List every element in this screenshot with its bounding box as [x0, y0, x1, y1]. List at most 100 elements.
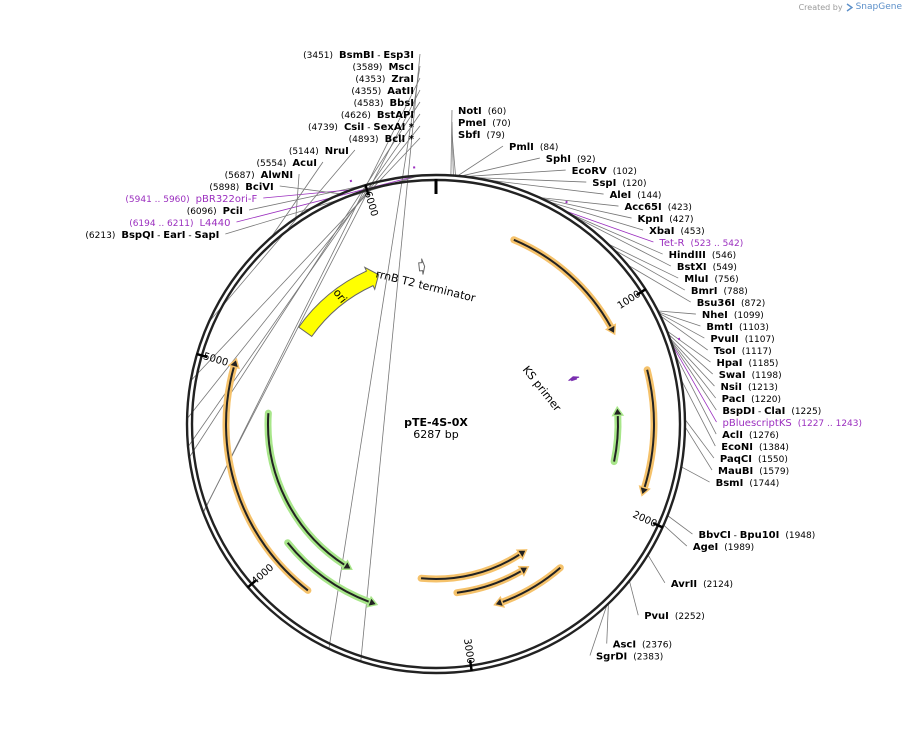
leader-mlui: [606, 242, 679, 279]
msci-part-0: (3589): [353, 63, 383, 73]
site-mark-tet-r: [565, 200, 568, 204]
feature-orf-7: [456, 570, 522, 594]
leader-maubi: [684, 425, 713, 471]
tet-r-part-1: (523 .. 542): [690, 239, 743, 249]
pbluescriptks-part-0: pBluescriptKS: [722, 418, 791, 429]
leader-acui: [269, 161, 324, 240]
csii-sexai-part-1: CsiI: [344, 122, 364, 133]
site-label-bspqi-eari-sapi: (6213)BspQI - EarI - SapI: [85, 230, 219, 241]
site-label-pvui: PvuI(2252): [644, 611, 705, 622]
leader-bsmbi-esp3i: [360, 53, 421, 661]
feature-orf-8: [420, 553, 521, 580]
bsu36i-part-1: (872): [741, 299, 765, 309]
site-label-bmti: BmtI(1103): [706, 322, 768, 333]
avrii-part-0: AvrII: [671, 579, 697, 590]
hpai-part-0: HpaI: [716, 358, 742, 369]
leader-avrii: [647, 554, 666, 584]
bspqi-eari-sapi-part-3: EarI: [163, 230, 185, 241]
leader-sgrdi: [589, 603, 608, 656]
pbr322ori-f-part-0: (5941 .. 5960): [125, 195, 189, 205]
site-label-aatii: (4355)AatII: [351, 86, 414, 97]
bcivi-part-1: BciVI: [245, 182, 273, 193]
leader-nhei: [657, 310, 696, 315]
feature-orf-8-arrowhead: [515, 549, 528, 561]
ecorv-part-0: EcoRV: [572, 166, 607, 177]
acui-part-0: (5554): [256, 159, 286, 169]
econi-part-1: (1384): [759, 443, 789, 453]
site-label-hindiii: HindIII(546): [669, 250, 736, 261]
feature-orf-5: [613, 415, 619, 462]
sbfi-part-1: (79): [486, 131, 504, 141]
leader-paqci: [684, 418, 715, 459]
tsoi-part-1: (1117): [742, 347, 772, 357]
feature-orf-4: [643, 369, 655, 488]
leader-sspi: [465, 176, 587, 183]
tick-label-4000: 4000: [250, 562, 276, 587]
bbvci-bpu10i-part-3: (1948): [785, 531, 815, 541]
site-label-pmli: PmlI(84): [509, 142, 558, 153]
pbluescriptks-part-1: (1227 .. 1243): [798, 419, 862, 429]
leader-noti: [450, 110, 453, 176]
leader-hpai: [665, 329, 711, 363]
site-label-sgrdi: SgrDI(2383): [596, 652, 663, 663]
site-label-bstapi: (4626)BstAPI: [341, 110, 414, 121]
site-label-alei: AleI(144): [610, 190, 662, 201]
site-label-nrui: (5144)NruI: [289, 146, 349, 157]
leader-xbai: [544, 200, 644, 231]
bstxi-part-0: BstXI: [677, 262, 707, 273]
bmri-part-1: (788): [724, 287, 748, 297]
bspqi-eari-sapi-part-1: BspQI: [121, 230, 154, 241]
alei-part-1: (144): [637, 191, 661, 201]
tick-label-2000: 2000: [631, 509, 659, 530]
site-label-msci: (3589)MscI: [353, 62, 415, 73]
feature-orf-3-arrowhead: [604, 323, 617, 336]
site-mark-pbluescriptks: [677, 337, 681, 341]
site-label-kpni: KpnI(427): [638, 214, 694, 225]
kpni-part-0: KpnI: [638, 214, 664, 225]
site-label-xbai: XbaI(453): [649, 226, 705, 237]
site-label-bstxi: BstXI(549): [677, 262, 737, 273]
bspqi-eari-sapi-part-0: (6213): [85, 231, 115, 241]
leader-sphi: [458, 157, 540, 177]
leader-bmti: [657, 311, 701, 327]
bbvci-bpu10i-part-2: Bpu10I: [740, 530, 780, 541]
bspqi-eari-sapi-part-2: -: [154, 231, 163, 241]
site-label-tsoi: TsoI(1117): [714, 346, 772, 357]
site-label-pmei: PmeI(70): [458, 118, 511, 129]
site-label-pbluescriptks: pBluescriptKS (1227 .. 1243): [722, 418, 862, 429]
csii-sexai-part-0: (4739): [308, 123, 338, 133]
hindiii-part-0: HindIII: [669, 250, 706, 261]
bstapi-part-0: (4626): [341, 111, 371, 121]
noti-part-0: NotI: [458, 106, 482, 117]
leader-nsii: [668, 336, 715, 387]
leader-paci: [668, 338, 716, 399]
sspi-part-1: (120): [622, 179, 646, 189]
hpai-part-1: (1185): [748, 359, 778, 369]
leader-bsu36i: [625, 263, 691, 303]
swai-part-1: (1198): [752, 371, 782, 381]
tick-mark-4000: [246, 579, 257, 589]
pcii-part-0: (6096): [187, 207, 217, 217]
zrai-part-0: (4353): [355, 75, 385, 85]
acui-part-1: AcuI: [292, 158, 317, 169]
bbsi-part-1: BbsI: [390, 98, 414, 109]
leader-bcivi: [279, 185, 342, 195]
site-label-pvuii: PvuII(1107): [710, 334, 774, 345]
pvui-part-0: PvuI: [644, 611, 669, 622]
feature-ks-primer: [568, 376, 580, 382]
leader-hindiii: [564, 211, 663, 255]
pcii-part-1: PciI: [223, 206, 243, 217]
agei-part-1: (1989): [724, 543, 754, 553]
site-label-sbfi: SbfI(79): [458, 130, 505, 141]
snapgene-logo-icon: [846, 2, 853, 12]
xbai-part-1: (453): [680, 227, 704, 237]
site-label-hpai: HpaI (1185): [716, 358, 778, 369]
bsmbi-esp3i-part-1: BsmBI: [339, 50, 374, 61]
feature-orf-9: [225, 366, 309, 592]
site-label-asci: AscI(2376): [613, 640, 672, 651]
tick-label-1000: 1000: [616, 289, 643, 312]
sphi-part-1: (92): [577, 155, 595, 165]
leader-acli: [673, 351, 717, 435]
feature-rrnb-t2-terminator: [418, 258, 426, 275]
maubi-part-1: (1579): [759, 467, 789, 477]
